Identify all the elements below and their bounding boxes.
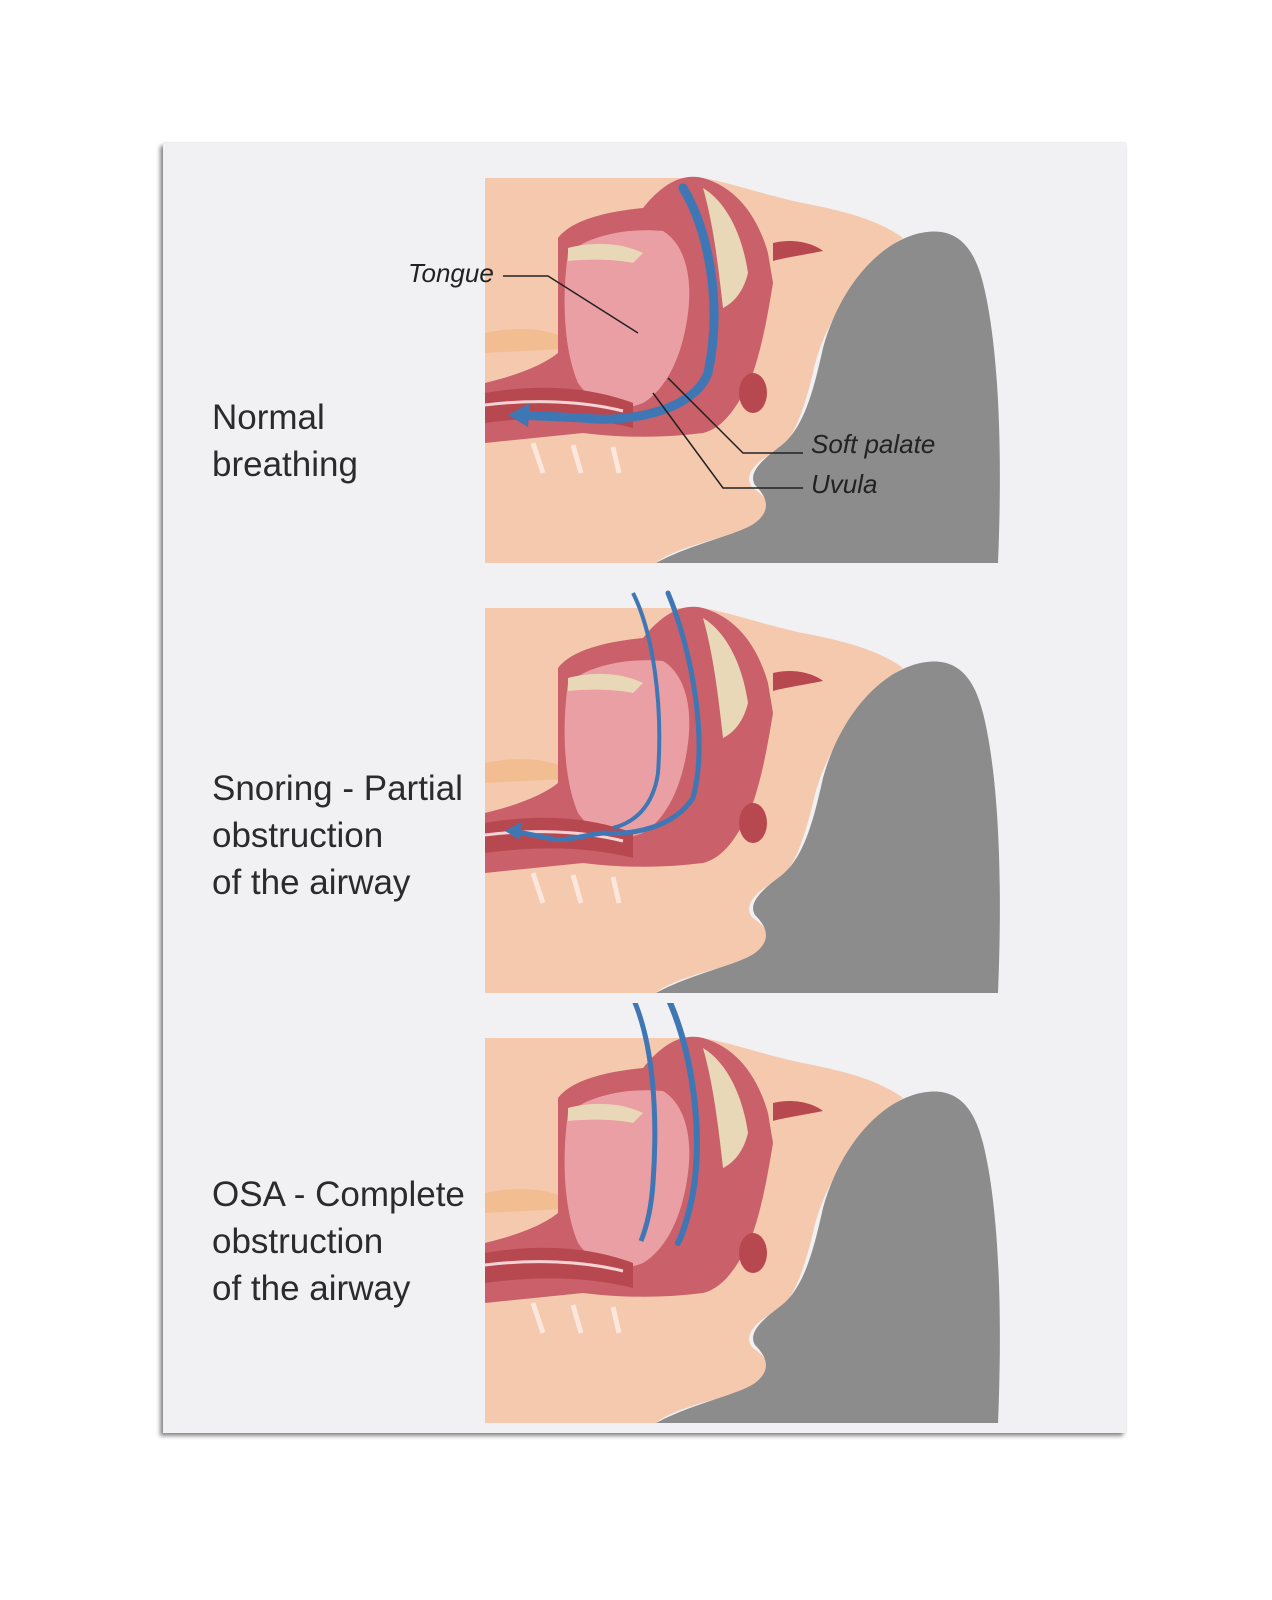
panel-normal-breathing: Tongue Soft palate Uvula Normal breathin… [163,143,1126,573]
soft-palate-leader-line [667,377,803,454]
panel-title-snoring: Snoring - Partial obstruction of the air… [212,769,463,902]
poster: Tongue Soft palate Uvula Normal breathin… [163,143,1126,1433]
airflow-partial-secondary [612,592,662,830]
panel-snoring: Snoring - Partial obstruction of the air… [163,573,1126,1003]
snoring-illustration [163,590,1126,1003]
airflow-arrowhead [508,403,530,427]
panel-title-normal: Normal breathing [212,398,358,484]
airflow-blocked [666,1003,700,1246]
airflow-blocked-secondary [632,1003,658,1242]
normal-breathing-illustration [163,143,1126,573]
airflow-arrow [513,183,719,424]
panel-osa: OSA - Complete obstruction of the airway [163,1003,1126,1433]
uvula-label: Uvula [811,469,878,499]
tongue-label: Tongue [408,258,494,288]
airflow-partial [510,590,702,843]
airflow-arrowhead [505,822,521,840]
panel-title-osa: OSA - Complete obstruction of the airway [212,1175,465,1308]
osa-illustration [163,1003,1126,1433]
tongue-leader-line [503,275,639,334]
soft-palate-label: Soft palate [811,429,936,459]
uvula-leader-line [652,392,803,489]
